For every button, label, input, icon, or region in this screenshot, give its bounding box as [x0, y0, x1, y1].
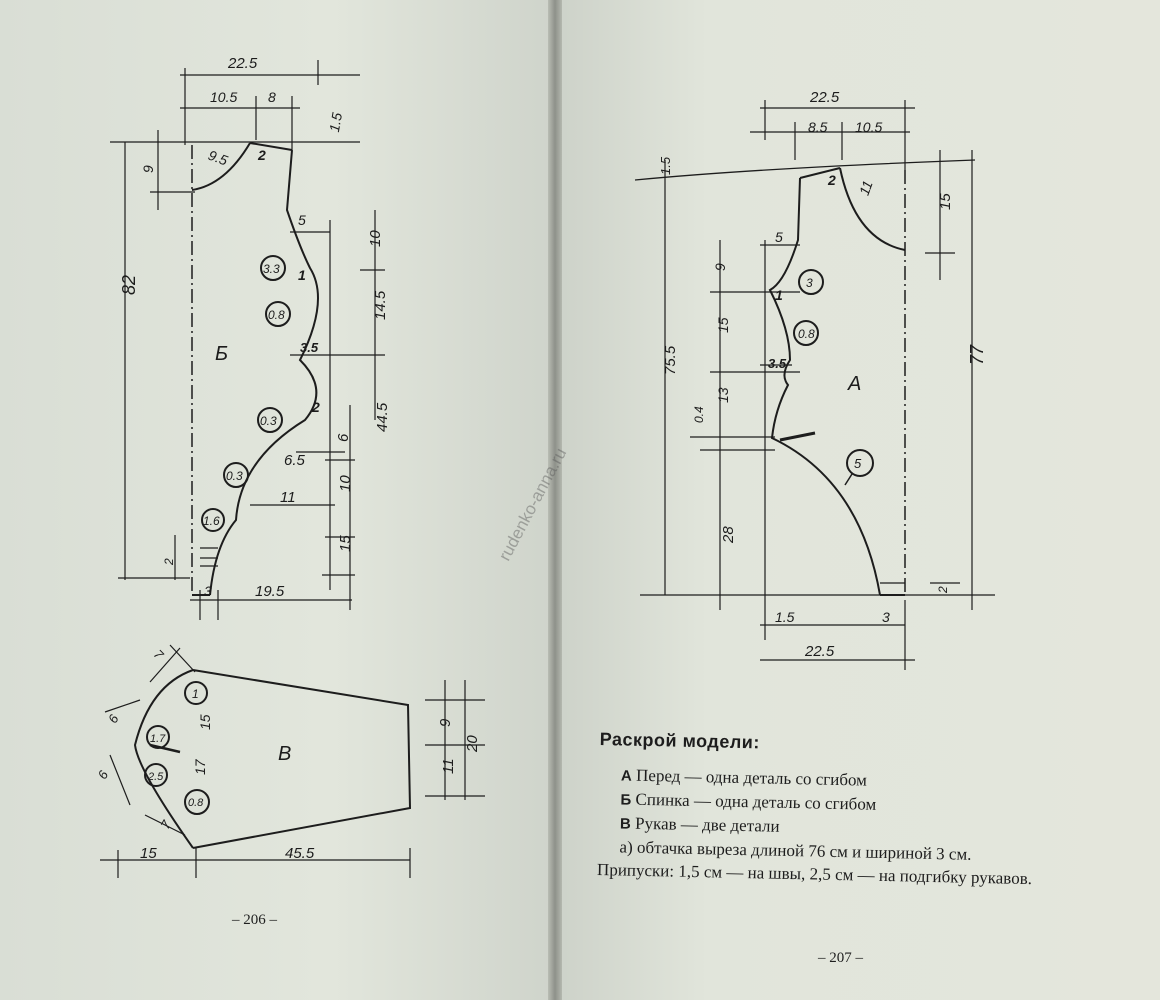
front-dim-armhole-point: 1	[775, 287, 783, 303]
dim-top-width: 22.5	[227, 55, 258, 72]
dim-sleeve-bottom-b: 45.5	[285, 845, 315, 862]
front-dim-hip-curve: 5	[854, 456, 862, 471]
front-dim-top-b: 10.5	[855, 119, 882, 135]
item-text: Спинка — одна деталь со сгибом	[631, 789, 877, 814]
dim-hip-point: 2	[311, 399, 320, 415]
dim-hem-curve: 1.6	[203, 514, 220, 528]
dim-curve-a: 1.7	[150, 733, 166, 745]
back-pattern	[110, 60, 385, 620]
item-letter: Б	[620, 791, 632, 809]
dim-neck-depth: 9	[140, 165, 156, 173]
front-dim-total-length: 77	[967, 344, 987, 365]
front-dim-armhole-depth: 5	[775, 229, 783, 245]
dim-right-b: 14.5	[372, 290, 389, 320]
left-page-number: – 206 –	[232, 912, 277, 928]
dim-waist-in: 3.5	[300, 340, 319, 355]
front-dim-left-total: 75.5	[662, 345, 679, 375]
right-page	[556, 0, 1160, 1000]
dim-right-e: 10	[337, 475, 354, 492]
front-dim-bottom-b: 3	[882, 609, 890, 625]
dim-hip-curve: 0.3	[260, 414, 277, 428]
front-dim-left-a: 9	[712, 263, 728, 271]
dim-armhole-curve-low: 0.8	[268, 308, 285, 322]
dim-armhole-point: 1	[298, 267, 306, 283]
back-pattern-labels: 22.5 10.5 8 1.5 9.5 2 9 82 5 3.3 1 0.8 Б…	[119, 55, 391, 600]
front-dim-left-e: 28	[720, 526, 737, 544]
front-dim-bottom-a: 1.5	[775, 609, 795, 625]
front-dim-neck-radius: 11	[856, 178, 876, 197]
dim-inner-a: 15	[197, 714, 213, 730]
front-dim-top-width: 22.5	[809, 89, 840, 106]
dim-bottom-b: 19.5	[255, 583, 285, 600]
dim-hem-height: 2	[162, 558, 176, 566]
back-piece-label: Б	[215, 343, 228, 365]
dim-hip-curve-low: 0.3	[226, 469, 243, 483]
sleeve-piece-label: В	[278, 743, 291, 765]
front-dim-left-d: 0.4	[692, 406, 706, 423]
front-piece-label: А	[847, 373, 861, 395]
item-letter: В	[619, 815, 632, 833]
front-pattern-labels: 22.5 8.5 10.5 1.5 11 2 15 77 5 3 1 0.8 3…	[658, 89, 987, 660]
book-gutter	[548, 0, 562, 1000]
item-text: Рукав — две детали	[630, 813, 780, 836]
front-dim-waist-in: 3.5	[768, 356, 787, 371]
dim-neck-radius: 9.5	[206, 147, 230, 169]
cutting-instructions: Раскрой модели: А Перед — одна деталь со…	[597, 728, 1120, 892]
dim-total-length: 82	[119, 275, 139, 295]
dim-armhole-curve: 3.3	[263, 262, 280, 276]
dim-width-total: 20	[464, 735, 481, 753]
sleeve-pattern	[100, 644, 485, 878]
dim-sleeve-bottom-a: 15	[140, 845, 157, 862]
front-dim-hem-height: 2	[936, 586, 950, 594]
front-dim-shoulder-point: 2	[827, 172, 836, 188]
dim-top-b: 8	[268, 89, 276, 105]
dim-shoulder-point: 2	[257, 147, 266, 163]
dim-shoulder-drop: 1.5	[326, 111, 345, 133]
front-dim-armhole-curve-low: 0.8	[798, 327, 815, 341]
dim-width-bottom: 11	[440, 758, 457, 774]
dim-width-top: 9	[437, 718, 454, 727]
dim-bottom-a: 3	[204, 583, 212, 599]
front-pattern	[634, 100, 995, 670]
front-dim-armhole-curve: 3	[806, 276, 813, 290]
dim-width-b: 11	[280, 489, 296, 506]
dim-right-f: 15	[337, 535, 354, 552]
dim-top-a: 10.5	[210, 89, 237, 105]
dim-inner-b: 17	[192, 758, 208, 775]
right-page-number: – 207 –	[818, 950, 863, 966]
front-dim-shoulder-drop: 1.5	[658, 156, 673, 175]
front-dim-left-c: 13	[715, 387, 731, 403]
front-dim-bottom-width: 22.5	[804, 643, 835, 660]
dim-armhole-depth: 5	[298, 212, 306, 228]
item-letter: А	[620, 767, 633, 785]
front-dim-top-a: 8.5	[808, 119, 828, 135]
left-page-drawings: 22.5 10.5 8 1.5 9.5 2 9 82 5 3.3 1 0.8 Б…	[95, 55, 485, 878]
dim-right-a: 10	[367, 230, 384, 247]
dim-curve-c: 0.8	[188, 797, 204, 809]
dim-right-d: 44.5	[374, 402, 391, 432]
dim-right-c: 6	[335, 433, 352, 442]
dim-curve-b: 2.5	[147, 771, 164, 783]
item-text: Перед — одна деталь со сгибом	[631, 765, 868, 790]
dim-width-a: 6.5	[284, 452, 306, 469]
front-dim-left-b: 15	[715, 317, 731, 333]
front-dim-neck-depth: 15	[937, 193, 954, 210]
dim-curve-top: 1	[192, 687, 199, 701]
